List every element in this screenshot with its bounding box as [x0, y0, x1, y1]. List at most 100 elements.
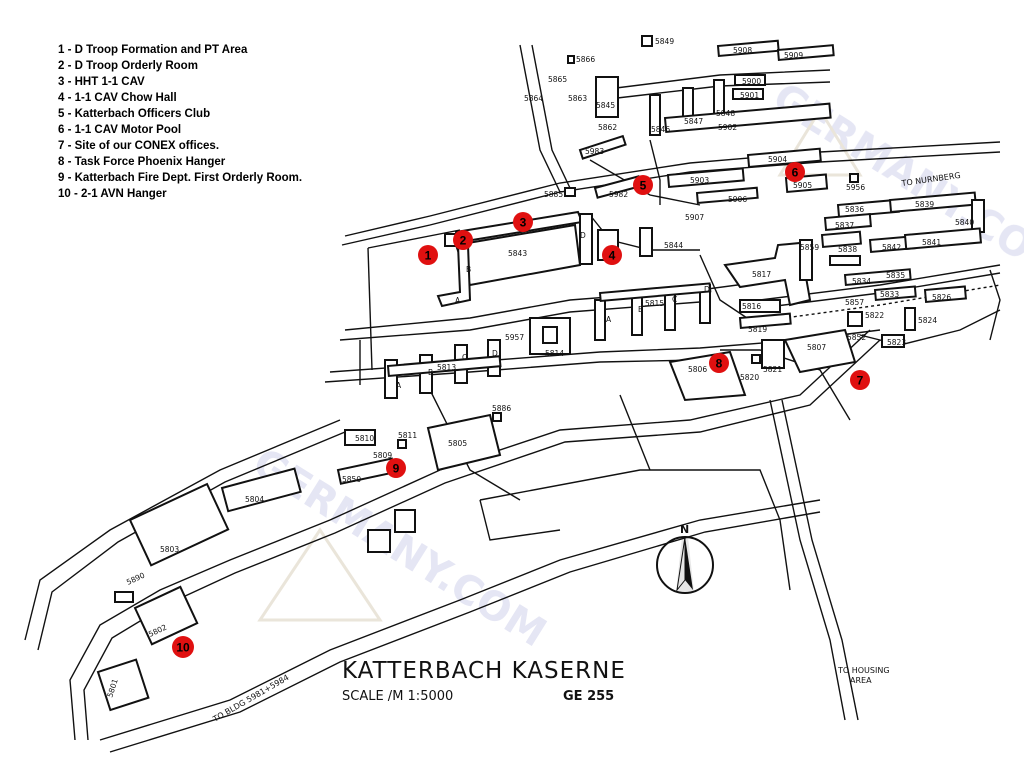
bldg-5957: 5957 [505, 333, 524, 342]
bldg-5805: 5805 [448, 439, 467, 448]
bldg-5815: 5815 [645, 299, 664, 308]
building-labels: 5849 5866 5865 5864 5863 5845 5862 5908 … [105, 37, 974, 699]
marker-4: 4 [602, 245, 622, 265]
svg-text:7: 7 [857, 374, 864, 388]
bldg-5862: 5862 [598, 123, 617, 132]
legend-item: 9 - Katterbach Fire Dept. First Orderly … [58, 172, 303, 184]
legend-item: 3 - HHT 1-1 CAV [58, 76, 145, 88]
bldg-5865: 5865 [548, 75, 567, 84]
bldg-5864: 5864 [524, 94, 543, 103]
bldg-5822: 5822 [865, 311, 884, 320]
legend-item: 1 - D Troop Formation and PT Area [58, 44, 248, 56]
bldg-5835: 5835 [886, 271, 905, 280]
bldg-5846: 5846 [651, 125, 670, 134]
markers: 1 2 3 4 5 6 7 8 9 10 [172, 162, 870, 658]
bldg-5803: 5803 [160, 545, 179, 554]
wing-c-5813: C [462, 353, 467, 362]
bldg-5843: 5843 [508, 249, 527, 258]
wing-c-5815: C [672, 295, 677, 304]
roads [24, 44, 1001, 753]
north-label: N [680, 523, 689, 536]
map-title: KATTERBACH KASERNE [342, 658, 626, 684]
bldg-5804: 5804 [245, 495, 264, 504]
svg-text:3: 3 [520, 216, 527, 230]
direction-bldg: TO BLDG 5981+5984 [211, 673, 291, 724]
legend: 1 - D Troop Formation and PT Area 2 - D … [58, 42, 302, 202]
svg-text:10: 10 [176, 641, 190, 655]
marker-7: 7 [850, 370, 870, 390]
legend-item: 4 - 1-1 CAV Chow Hall [58, 92, 177, 104]
bldg-5836-top: 5836 [845, 205, 864, 214]
bldg-5809: 5809 [373, 451, 392, 460]
bldg-5811: 5811 [398, 431, 417, 440]
north-arrow: N [656, 523, 714, 594]
wing-a-5843: A [455, 296, 461, 305]
bldg-5866: 5866 [576, 55, 595, 64]
wing-b-5843: B [466, 265, 471, 274]
svg-text:9: 9 [393, 462, 400, 476]
map-scale: SCALE /M 1:5000 [342, 689, 454, 704]
bldg-5906: 5906 [728, 195, 747, 204]
bldg-5806: 5806 [688, 365, 707, 374]
bldg-5838: 5838 [838, 245, 857, 254]
svg-text:8: 8 [716, 357, 723, 371]
bldg-5807: 5807 [807, 343, 826, 352]
bldg-5905: 5905 [793, 181, 812, 190]
bldg-5842: 5842 [882, 243, 901, 252]
bldg-5908: 5908 [733, 46, 752, 55]
watermark: GERMANY.COM GERMANY.COM [245, 74, 1024, 656]
bldg-5901: 5901 [740, 91, 759, 100]
bldg-5857: 5857 [845, 298, 864, 307]
bldg-5983: 5983 [585, 147, 604, 156]
bldg-5837: 5837 [835, 221, 854, 230]
bldg-5810: 5810 [355, 434, 374, 443]
svg-text:2: 2 [460, 234, 467, 248]
marker-10: 10 [172, 636, 194, 658]
legend-item: 2 - D Troop Orderly Room [58, 60, 198, 72]
bldg-5904: 5904 [768, 155, 787, 164]
bldg-5859: 5859 [800, 243, 819, 252]
bldg-5886: 5886 [492, 404, 511, 413]
marker-1: 1 [418, 245, 438, 265]
wing-a-5813: A [396, 381, 402, 390]
bldg-5903: 5903 [690, 176, 709, 185]
marker-6: 6 [785, 162, 805, 182]
legend-item: 8 - Task Force Phoenix Hanger [58, 156, 226, 168]
bldg-5839: 5839 [915, 200, 934, 209]
legend-item: 6 - 1-1 CAV Motor Pool [58, 124, 182, 136]
legend-item: 7 - Site of our CONEX offices. [58, 140, 220, 152]
bldg-5814: 5814 [545, 349, 564, 358]
wing-d-5843: D [580, 231, 586, 240]
bldg-5847: 5847 [684, 117, 703, 126]
bldg-5863: 5863 [568, 94, 587, 103]
bldg-5982: 5982 [609, 190, 628, 199]
bldg-5845: 5845 [596, 101, 615, 110]
bldg-5840: 5840 [955, 218, 974, 227]
bldg-5834: 5834 [852, 277, 871, 286]
marker-9: 9 [386, 458, 406, 478]
bldg-5907: 5907 [685, 213, 704, 222]
bldg-5817: 5817 [752, 270, 771, 279]
bldg-5813: 5813 [437, 363, 456, 372]
bldg-5821: 5821 [763, 365, 782, 374]
bldg-5841: 5841 [922, 238, 941, 247]
bldg-5850: 5850 [342, 475, 361, 484]
bldg-5833: 5833 [880, 290, 899, 299]
marker-8: 8 [709, 353, 729, 373]
bldg-5902: 5902 [718, 123, 737, 132]
legend-item: 10 - 2-1 AVN Hanger [58, 188, 167, 200]
direction-housing-2: AREA [850, 676, 872, 685]
svg-text:6: 6 [792, 166, 799, 180]
bldg-5816: 5816 [742, 302, 761, 311]
bldg-5844: 5844 [664, 241, 683, 250]
bldg-5852: 5852 [847, 333, 866, 342]
bldg-5848: 5848 [716, 109, 735, 118]
bldg-5956: 5956 [846, 183, 865, 192]
svg-text:5: 5 [640, 179, 647, 193]
buildings [96, 35, 985, 712]
bldg-5824: 5824 [918, 316, 937, 325]
grid-reference: GE 255 [563, 689, 615, 704]
bldg-5823: 5823 [887, 338, 906, 347]
bldg-5849: 5849 [655, 37, 674, 46]
